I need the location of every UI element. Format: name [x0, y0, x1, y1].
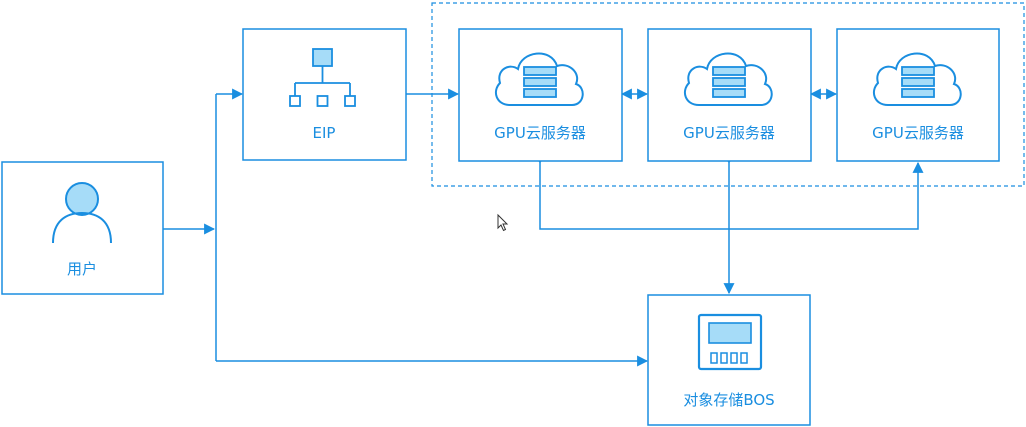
cloud-server-icon [872, 52, 962, 106]
network-topology-icon [289, 48, 356, 107]
mouse-pointer-icon [497, 213, 509, 232]
connectors [163, 88, 924, 367]
node-gpu-server-2-label: GPU云服务器 [683, 124, 775, 142]
user-icon [52, 182, 112, 244]
node-eip-label: EIP [313, 124, 336, 142]
node-gpu-server-3-label: GPU云服务器 [872, 124, 964, 142]
node-user: 用户 [1, 161, 164, 295]
node-gpu-server-3: GPU云服务器 [836, 28, 1000, 162]
node-gpu-server-2: GPU云服务器 [647, 28, 812, 162]
node-bos-label: 对象存储BOS [683, 391, 774, 409]
cloud-server-icon [683, 52, 773, 106]
cloud-server-icon [494, 52, 584, 106]
node-bos: 对象存储BOS [647, 294, 811, 426]
node-gpu-server-1-label: GPU云服务器 [494, 124, 586, 142]
node-eip: EIP [242, 28, 407, 161]
node-gpu-server-1: GPU云服务器 [458, 28, 623, 162]
storage-device-icon [697, 313, 763, 371]
node-user-label: 用户 [67, 260, 97, 278]
